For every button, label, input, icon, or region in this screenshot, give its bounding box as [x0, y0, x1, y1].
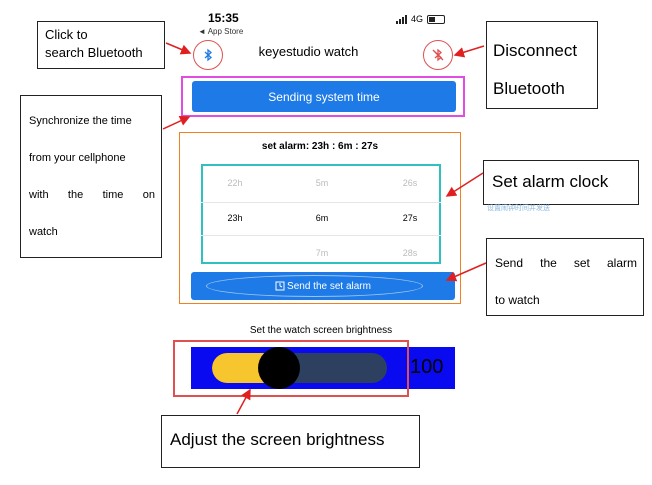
back-to-app-store-link[interactable]: ◄ App Store [198, 27, 244, 36]
callout-line: Disconnect [493, 41, 578, 60]
bluetooth-icon [204, 48, 212, 62]
callout-line: Bluetooth [493, 79, 565, 98]
callout-line: Synchronize the time [29, 115, 132, 127]
callout-line: Send the set alarm [495, 256, 637, 270]
callout-line: Click to [45, 27, 88, 42]
minute-selected[interactable]: 6m [315, 213, 329, 223]
hour-option[interactable]: 22h [227, 178, 243, 188]
alarm-section-highlight [179, 132, 461, 304]
brightness-heading: Set the watch screen brightness [249, 325, 393, 336]
callout-line: watch [29, 226, 58, 238]
second-option[interactable]: 28s [402, 248, 418, 258]
bluetooth-off-icon [432, 48, 444, 62]
arrow-disconnect-bluetooth [453, 45, 485, 58]
picker-hint-text: 设置闹钟时间并发送 [487, 205, 550, 212]
brightness-highlight [173, 340, 409, 397]
callout-set-alarm: Set alarm clock [483, 160, 639, 205]
second-selected[interactable]: 27s [402, 213, 418, 223]
disconnect-bluetooth-button[interactable] [423, 40, 453, 70]
sync-time-button[interactable]: Sending system time [192, 81, 456, 112]
minute-option[interactable]: 7m [315, 248, 329, 258]
callout-line: with the time on [29, 189, 155, 201]
send-alarm-highlight [206, 275, 423, 297]
app-title: keyestudio watch [258, 44, 359, 59]
sync-time-highlight [181, 76, 465, 117]
alarm-picker[interactable] [201, 164, 441, 264]
minute-option[interactable]: 5m [315, 178, 329, 188]
arrow-set-alarm [445, 172, 484, 197]
callout-adjust-brightness: Adjust the screen brightness [161, 415, 420, 468]
search-bluetooth-button[interactable] [193, 40, 223, 70]
battery-icon [427, 14, 446, 24]
arrow-adjust-brightness [236, 388, 251, 415]
brightness-slider-knob[interactable] [257, 347, 300, 389]
signal-icon [396, 14, 407, 24]
picker-divider [201, 202, 441, 203]
second-option[interactable]: 26s [402, 178, 418, 188]
brightness-slider-track[interactable] [212, 353, 387, 383]
picker-divider [201, 235, 441, 236]
brightness-value: 100 [410, 356, 444, 378]
arrow-send-alarm [445, 262, 487, 282]
callout-send-alarm: Send the set alarm to watch [486, 238, 644, 316]
callout-line: to watch [495, 293, 540, 307]
status-indicators: 4G [396, 14, 446, 24]
alarm-summary: set alarm: 23h : 6m : 27s [261, 141, 379, 152]
callout-search-bluetooth: Click to search Bluetooth [37, 21, 165, 69]
status-time: 15:35 [208, 11, 239, 25]
callout-sync-time: Synchronize the time from your cellphone… [20, 95, 162, 258]
callout-line: from your cellphone [29, 152, 126, 164]
callout-disconnect-bluetooth: Disconnect Bluetooth [486, 21, 598, 109]
network-type: 4G [411, 14, 424, 24]
callout-line: search Bluetooth [45, 45, 143, 60]
hour-selected[interactable]: 23h [227, 213, 243, 223]
arrow-search-bluetooth [165, 42, 192, 55]
arrow-sync-time [162, 116, 191, 130]
